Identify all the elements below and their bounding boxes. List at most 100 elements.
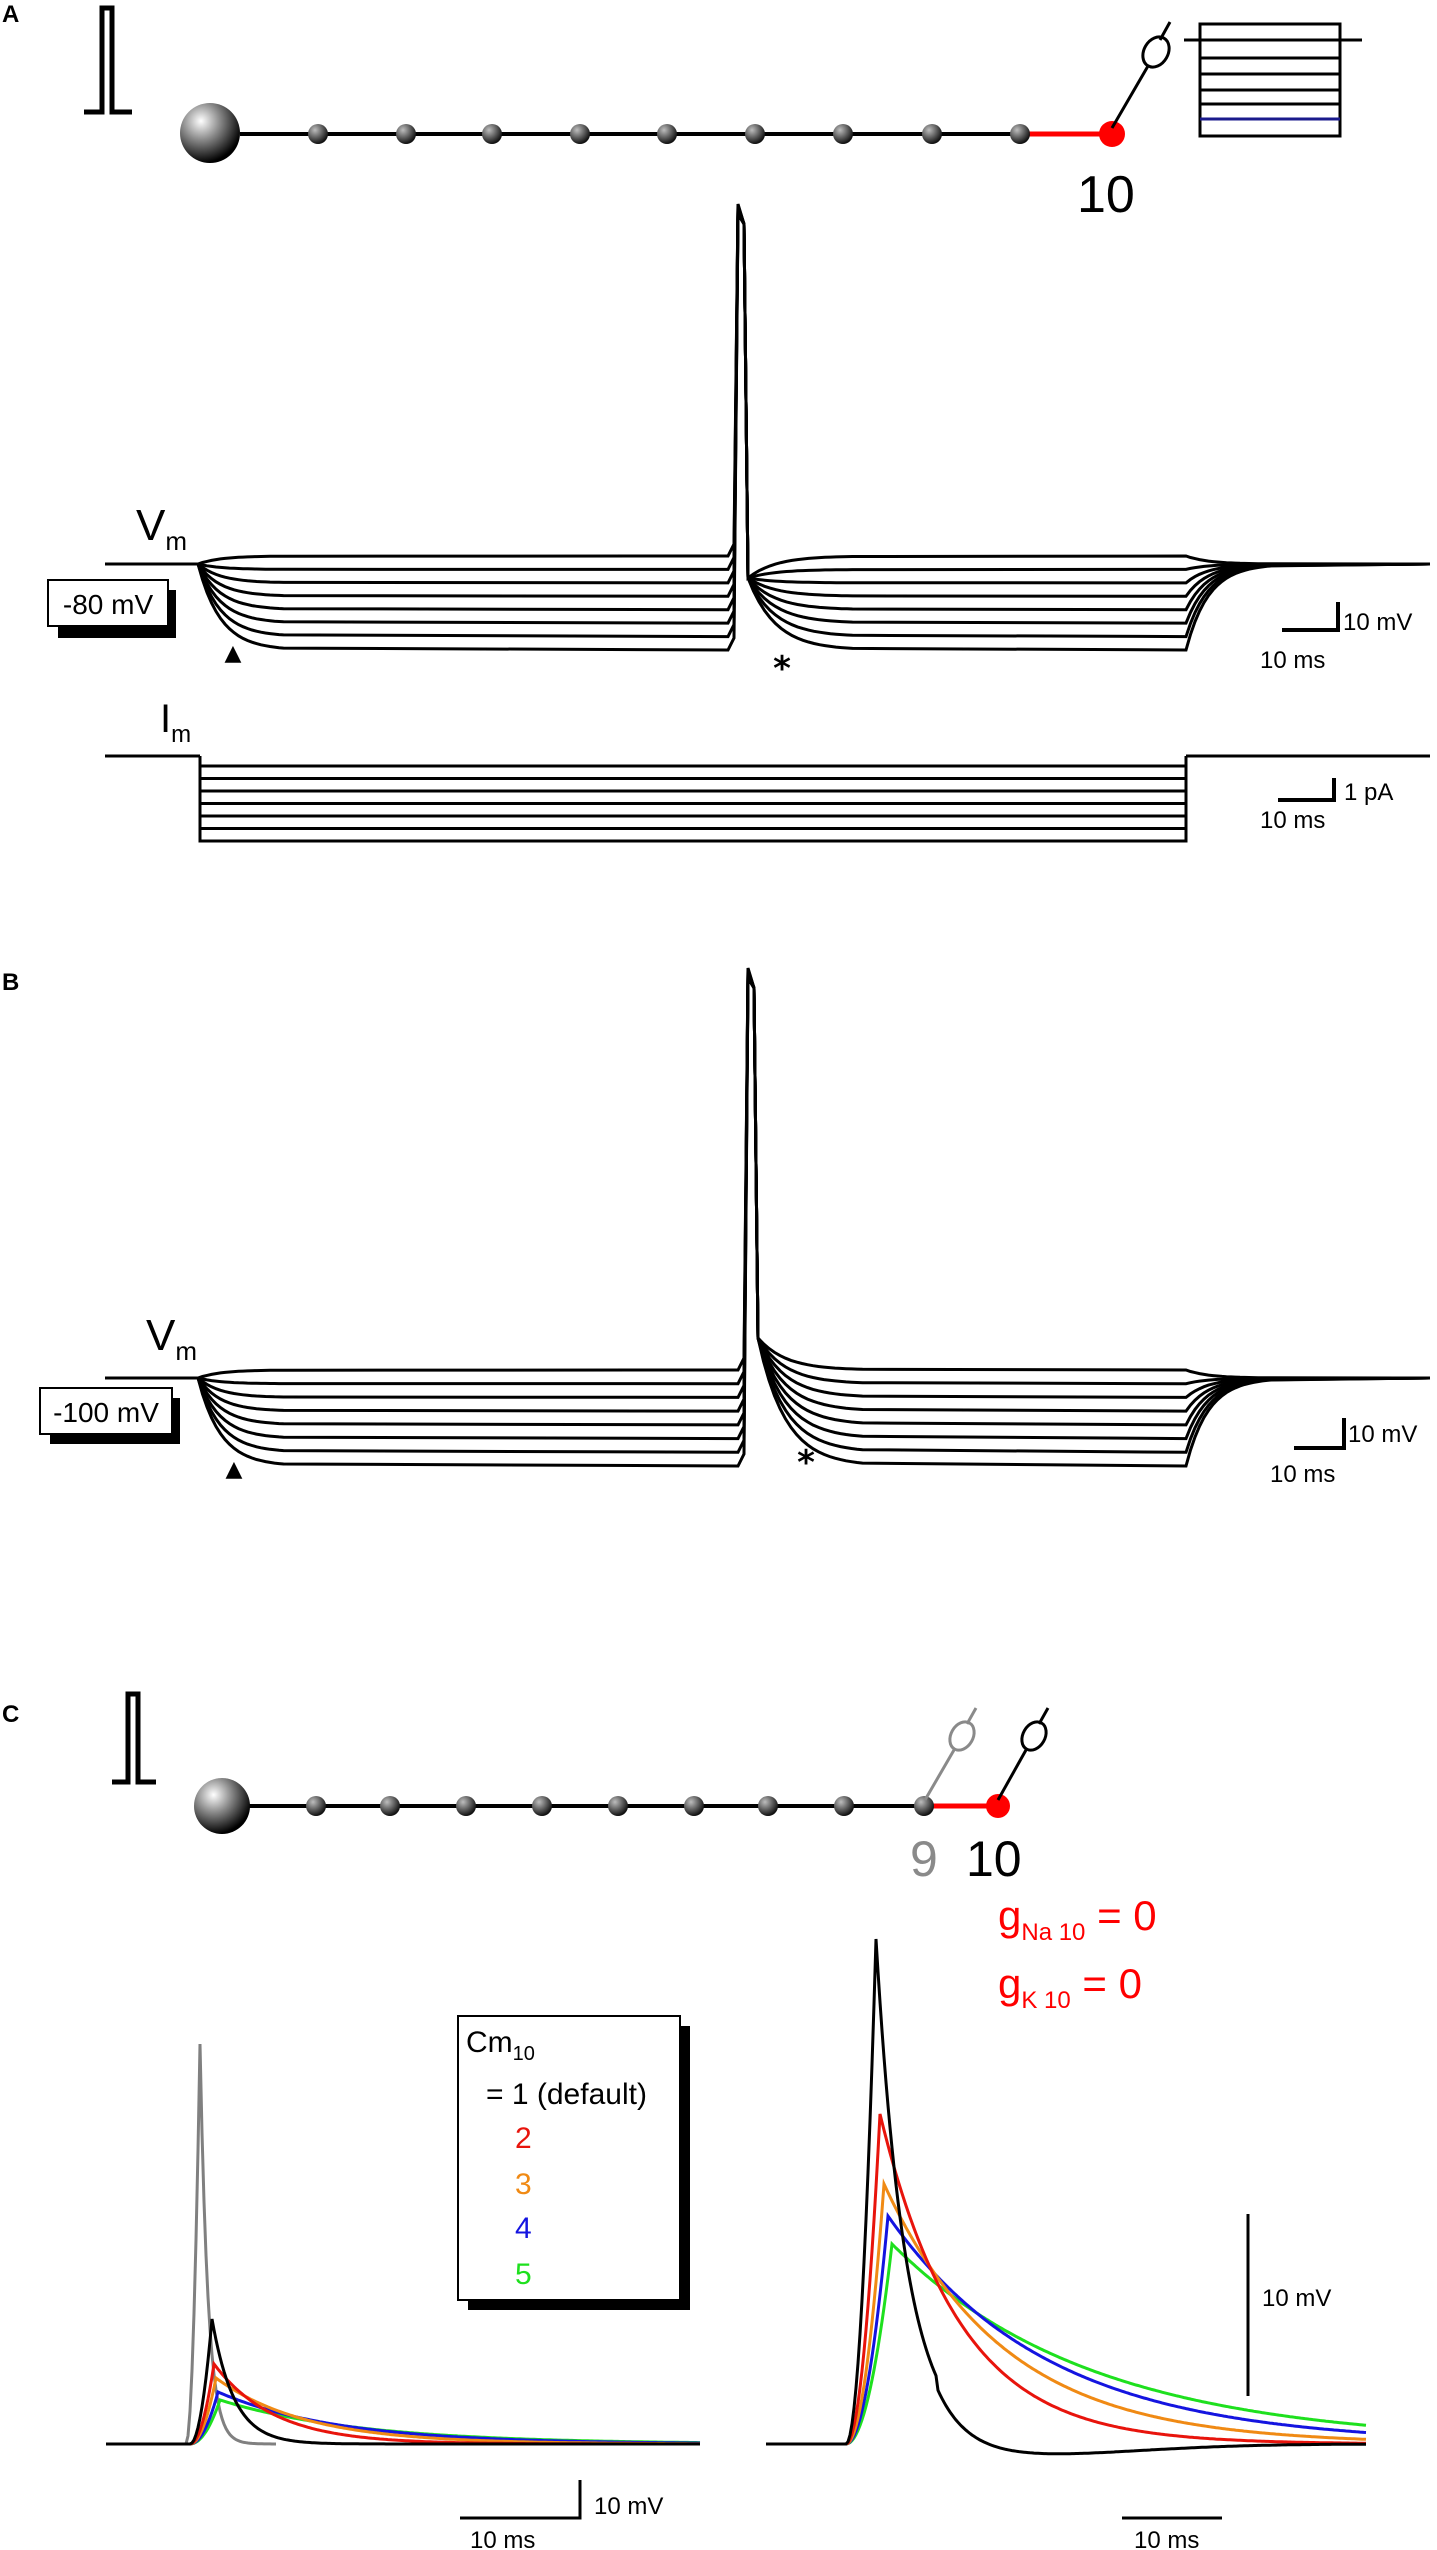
soma-icon	[194, 1778, 250, 1834]
svg-text:Vm: Vm	[146, 1311, 197, 1366]
capacitance-legend: Cm10 = 1 (default) 2 3 4 5	[457, 2015, 690, 2310]
scalebar-mv-label: 10 mV	[1343, 609, 1412, 636]
scalebar-ms-label: 10 ms	[470, 2527, 535, 2550]
im-label-subscript: m	[171, 721, 191, 748]
node9-trace	[106, 2043, 276, 2446]
right-scalebar-c: 10 mV 10 ms	[1122, 2214, 1331, 2550]
legend-entry-3: 3	[515, 2168, 532, 2201]
axon-node-6	[745, 124, 765, 144]
right-traces-c	[766, 1938, 1367, 2456]
axon-node-1	[308, 124, 328, 144]
vm-label-subscript: m	[175, 1336, 197, 1366]
panel-c-label: C	[2, 1701, 19, 1728]
axon-node-7	[833, 124, 853, 144]
im-step	[198, 756, 1188, 793]
axon-node-7	[758, 1796, 778, 1816]
vm-trace	[105, 970, 1431, 1399]
svg-text:Vm: Vm	[136, 501, 187, 556]
vm-label: V	[136, 501, 166, 550]
vm-trace	[105, 973, 1431, 1468]
vm-traces-a	[105, 203, 1431, 652]
vm-trace	[105, 209, 1431, 652]
svg-text:Im: Im	[160, 697, 191, 748]
node10-trace	[766, 2113, 1366, 2446]
neuron-schematic-c: 9 10	[194, 1707, 1050, 1887]
axon-node-4	[532, 1796, 552, 1816]
node-10-marker	[986, 1794, 1010, 1818]
axon-nodes	[308, 124, 1030, 144]
node-9-label: 9	[910, 1831, 938, 1887]
vm-trace	[105, 971, 1431, 1454]
node10-trace	[106, 2318, 700, 2446]
axon-node-1	[306, 1796, 326, 1816]
scalebar-mv-label: 10 mV	[1348, 1421, 1417, 1448]
vm-trace	[105, 209, 1431, 612]
axon-node-5	[657, 124, 677, 144]
legend-entry-4: 4	[515, 2212, 532, 2245]
scalebar-ms-label: 10 ms	[1260, 647, 1325, 674]
vm-traces-b	[105, 967, 1431, 1468]
legend-title-subscript: 10	[513, 2043, 535, 2065]
node10-trace	[766, 2240, 1367, 2446]
vm-trace	[105, 206, 1431, 585]
im-step	[198, 756, 1188, 768]
node-10-label: 10	[966, 1831, 1022, 1887]
scalebar-ms-label: 10 ms	[1270, 1461, 1335, 1488]
axon-node-2	[396, 124, 416, 144]
gk-equation: gK 10 = 0	[998, 1960, 1142, 2014]
vm-trace	[105, 969, 1431, 1386]
axon-node-9	[1010, 124, 1030, 144]
im-label: I	[160, 697, 171, 741]
vm-scalebar-a: 10 mV 10 ms	[1260, 602, 1412, 674]
left-traces-c	[106, 2043, 701, 2446]
baseline-label-box: -80 mV	[47, 579, 176, 638]
vm-trace	[105, 971, 1431, 1413]
axon-node-6	[684, 1796, 704, 1816]
panel-b-label: B	[2, 969, 19, 996]
node10-trace	[766, 2178, 1367, 2446]
vm-trace	[105, 974, 1431, 1441]
axon-node-9	[914, 1796, 934, 1816]
scalebar-mv-label: 10 mV	[1262, 2285, 1331, 2312]
current-protocol-icon	[1184, 22, 1362, 138]
vm-label-subscript: m	[165, 526, 187, 556]
gna-equation: gNa 10 = 0	[998, 1892, 1157, 1946]
legend-entry-2: 2	[515, 2122, 532, 2155]
panel-b: B Vm -100 mV ▲ * 10 mV 10 ms	[2, 967, 1431, 1488]
scalebar-ms-label: 10 ms	[1134, 2527, 1199, 2550]
stimulus-onset-arrowhead: ▲	[226, 1457, 243, 1482]
axon-node-8	[834, 1796, 854, 1816]
node10-trace	[766, 1938, 1366, 2456]
recording-electrode-node10-icon	[996, 1707, 1050, 1801]
baseline-voltage-label: -100 mV	[53, 1397, 159, 1428]
scalebar-mv-label: 10 mV	[594, 2493, 663, 2520]
legend-title: Cm	[466, 2026, 513, 2059]
vm-trace	[105, 205, 1431, 580]
neuron-schematic-a: 10	[180, 21, 1172, 224]
vm-trace	[105, 210, 1431, 625]
vm-label: V	[146, 1311, 176, 1360]
stimulus-onset-arrowhead: ▲	[225, 641, 242, 666]
im-traces-a	[105, 754, 1430, 843]
stimulus-pulse-icon	[84, 5, 132, 115]
legend-entry-5: 5	[515, 2258, 532, 2291]
recording-electrode-icon	[1110, 21, 1172, 129]
baseline-label-box: -100 mV	[39, 1387, 180, 1444]
scalebar-ms-label: 10 ms	[1260, 807, 1325, 834]
im-step	[198, 756, 1188, 843]
axon-node-8	[922, 124, 942, 144]
stimulus-pulse-icon	[112, 1691, 156, 1785]
node-number-label: 10	[1077, 166, 1135, 224]
vm-scalebar-b: 10 mV 10 ms	[1270, 1418, 1417, 1488]
axon-node-5	[608, 1796, 628, 1816]
asterisk-marker: *	[773, 649, 791, 689]
panel-c: C 9 10 gNa 10 = 0	[2, 1691, 1367, 2550]
axon-node-4	[570, 124, 590, 144]
vm-trace	[105, 207, 1431, 598]
left-scalebar-c: 10 mV 10 ms	[460, 2480, 663, 2550]
axon-node-3	[482, 124, 502, 144]
node-10-marker	[1099, 121, 1125, 147]
vm-trace	[105, 973, 1431, 1427]
vm-trace	[105, 207, 1431, 639]
